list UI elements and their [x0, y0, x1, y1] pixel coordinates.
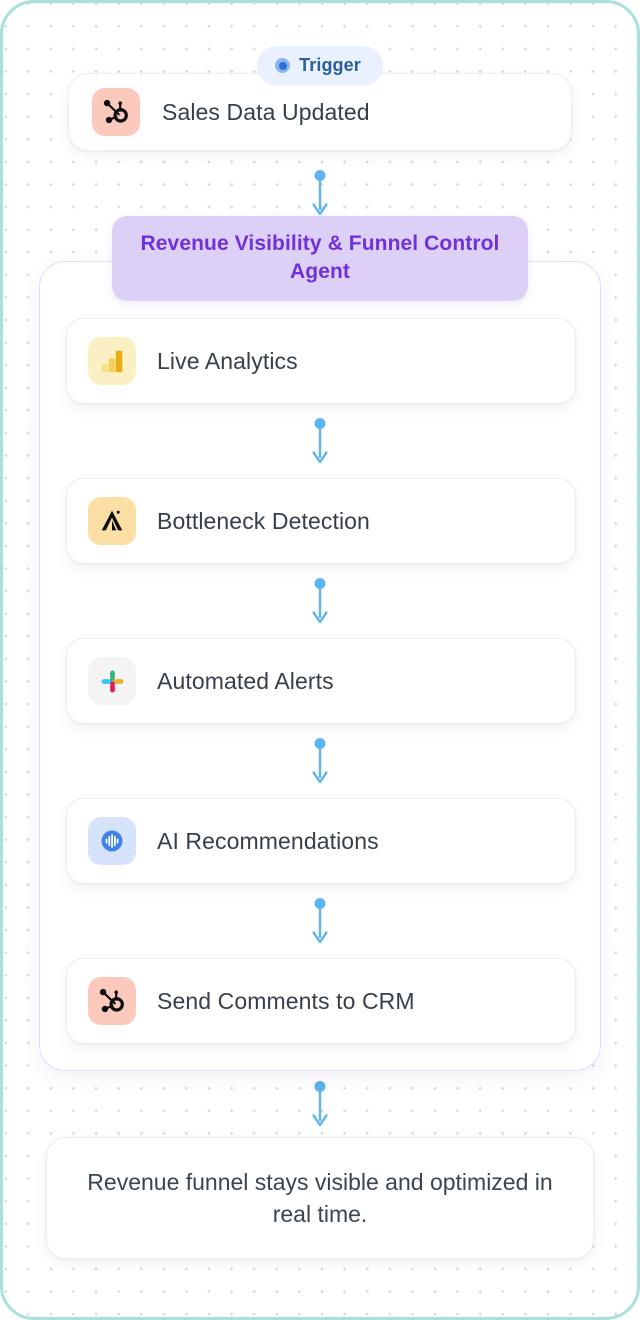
outcome-card: Revenue funnel stays visible and optimiz… [46, 1137, 594, 1260]
outcome-text: Revenue funnel stays visible and optimiz… [87, 1168, 553, 1228]
step-node-label: AI Recommendations [157, 827, 379, 854]
waveform-ai-icon [88, 817, 136, 866]
trigger-badge[interactable]: Trigger [257, 46, 383, 85]
step-node-card[interactable]: Automated Alerts [66, 638, 576, 725]
hubspot-icon [92, 88, 140, 136]
step-node-label: Send Comments to CRM [157, 987, 415, 1014]
peak-alert-icon [88, 497, 136, 546]
connector-arrow [3, 1081, 637, 1129]
agent-steps-container: Live Analytics Bottleneck Detection [39, 261, 601, 1072]
hubspot-icon [88, 977, 136, 1026]
agent-title: Revenue Visibility & Funnel Control Agen… [140, 232, 500, 283]
trigger-dot-icon [275, 58, 291, 73]
connector-arrow [66, 738, 574, 786]
agent-group: Revenue Visibility & Funnel Control Agen… [3, 216, 637, 1072]
connector-arrow [3, 170, 637, 218]
trigger-node-label: Sales Data Updated [162, 98, 370, 125]
bar-chart-icon [88, 337, 136, 386]
trigger-node-card[interactable]: Sales Data Updated [68, 73, 572, 151]
slack-icon [88, 657, 136, 706]
step-node-card[interactable]: AI Recommendations [66, 798, 576, 885]
step-node-label: Automated Alerts [157, 667, 334, 694]
trigger-badge-label: Trigger [299, 55, 361, 75]
trigger-badge-row: Trigger [3, 46, 637, 85]
step-node-card[interactable]: Bottleneck Detection [66, 478, 576, 565]
connector-arrow [66, 578, 574, 626]
step-node-card[interactable]: Send Comments to CRM [66, 958, 576, 1045]
step-node-label: Bottleneck Detection [157, 507, 370, 534]
step-node-card[interactable]: Live Analytics [66, 318, 576, 405]
connector-arrow [66, 418, 574, 466]
agent-header[interactable]: Revenue Visibility & Funnel Control Agen… [112, 216, 528, 302]
connector-arrow [66, 898, 574, 946]
step-node-label: Live Analytics [157, 347, 298, 374]
